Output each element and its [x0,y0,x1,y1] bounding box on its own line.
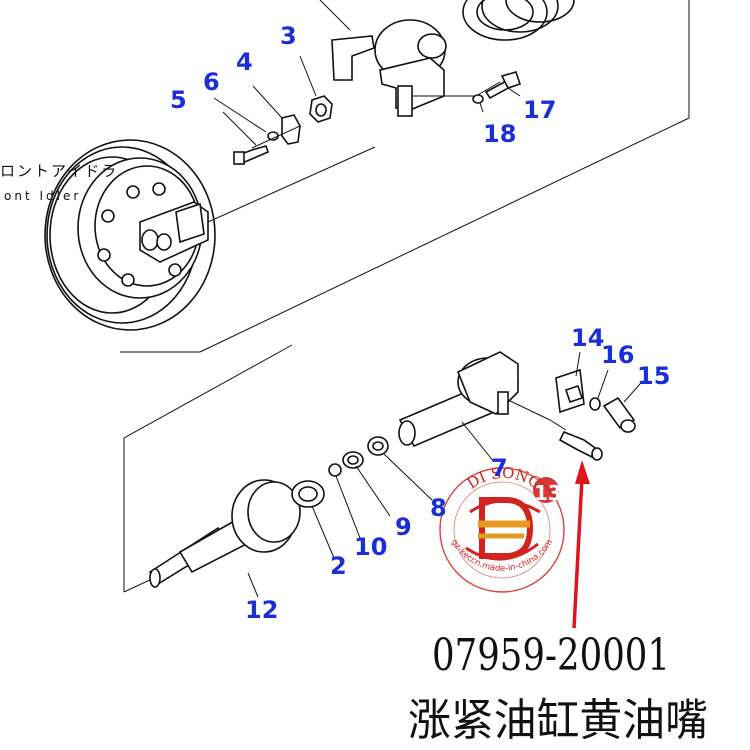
callout-14: 14 [571,324,604,352]
callout-18: 18 [483,120,516,148]
callout-17: 17 [523,96,556,124]
callout-7: 7 [491,454,508,482]
shaft-12 [148,479,301,598]
grease-fitting-13 [558,430,603,461]
red-indicator-arrow [572,460,590,629]
tension-cylinder-7 [398,351,567,463]
callout-9: 9 [395,513,412,541]
parts-14-16-15 [555,351,641,433]
small-parts-upper-left [213,55,333,166]
upper-assembly-frame [120,0,690,353]
callout-13: 13 [534,481,562,505]
callout-3: 3 [280,22,297,50]
callout-2: 2 [330,552,347,580]
callout-5: 5 [170,86,187,114]
front-idler-label-jp: ロントアイドラ [0,162,118,180]
callout-4: 4 [236,48,253,76]
part-number: 07959-20001 [432,630,670,681]
callout-8: 8 [430,494,447,522]
front-idler-wheel [44,139,376,331]
callout-numbers: 3 4 5 6 17 18 14 16 15 7 13 8 9 10 2 12 [170,22,670,624]
callout-15: 15 [637,362,670,390]
callout-10: 10 [354,533,387,561]
bolt-17-washer-18 [472,71,522,113]
yoke-bracket [331,19,501,117]
callout-16: 16 [601,341,634,369]
recoil-spring [319,0,575,41]
watermark-logo [465,497,541,561]
part-description: 涨紧油缸黄油嘴 [408,695,708,746]
front-idler-label-en: ont Idler [4,189,81,203]
seal-rings [291,436,433,559]
callout-12: 12 [245,596,278,624]
callout-6: 6 [203,68,220,96]
